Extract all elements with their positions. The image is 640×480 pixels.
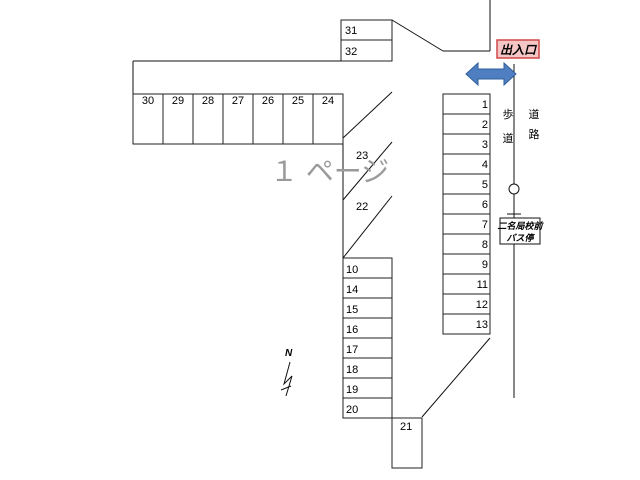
svg-text:27: 27 [232,95,244,107]
bus-stop-pole-icon [508,183,520,195]
svg-text:歩: 歩 [503,107,514,121]
parking-slot: 6 [442,193,491,215]
two-way-arrow-icon [465,61,517,87]
parking-slot: 8 [442,233,491,255]
parking-slot: 5 [442,173,491,195]
svg-text:29: 29 [172,95,184,107]
slot-group-left-row: 30 29 28 27 26 25 24 [132,93,344,145]
svg-text:4: 4 [482,159,488,171]
svg-text:15: 15 [346,304,358,316]
parking-slot: 1 [442,93,491,115]
svg-text:26: 26 [262,95,274,107]
svg-text:20: 20 [346,404,358,416]
parking-slot: 4 [442,153,491,175]
parking-slot: 27 [222,93,254,145]
svg-text:道: 道 [503,131,514,145]
parking-slot: 14 [342,277,393,299]
svg-text:12: 12 [476,299,488,311]
parking-slot: 15 [342,297,393,319]
svg-text:11: 11 [477,279,488,291]
parking-slot: 12 [442,293,491,315]
svg-text:5: 5 [482,179,488,191]
svg-text:8: 8 [482,239,488,251]
sidewalk-label: 歩 道 [503,107,514,145]
parking-slot: 23 [356,150,368,162]
parking-slot: 20 [342,397,393,419]
svg-text:17: 17 [346,344,358,356]
parking-slot: 17 [342,337,393,359]
svg-text:道: 道 [529,107,540,121]
svg-text:7: 7 [482,219,488,231]
parking-slot: 26 [252,93,284,145]
svg-text:1: 1 [482,99,488,111]
road-label: 道 路 [529,107,540,141]
svg-text:2: 2 [482,119,488,131]
svg-text:28: 28 [202,95,214,107]
page-watermark: １ ページ [270,156,389,187]
slot-group-center-column: 10 14 15 16 17 18 19 20 [342,257,393,419]
svg-text:32: 32 [345,46,357,58]
svg-text:21: 21 [400,421,412,433]
svg-text:路: 路 [529,128,540,141]
bus-stop-sign: 二名局校前 バス停 [497,183,544,245]
parking-slot: 28 [192,93,224,145]
parking-slot: 21 [391,417,423,469]
svg-text:13: 13 [476,319,488,331]
svg-text:9: 9 [482,259,488,271]
parking-slot: 22 [356,201,368,213]
parking-slot: 11 [442,273,491,295]
svg-text:6: 6 [482,199,488,211]
parking-slot: 3 [442,133,491,155]
parking-slot: 18 [342,357,393,379]
north-label: N [285,348,293,359]
parking-slot: 13 [442,313,491,335]
parking-slot: 16 [342,317,393,339]
parking-slot: 29 [162,93,194,145]
slot-group-diagonal: 23 22 [342,91,393,259]
parking-slot: 30 [132,93,164,145]
parking-slot: 10 [342,257,393,279]
parking-slot: 2 [442,113,491,135]
lot-boundary [132,0,491,418]
svg-text:16: 16 [346,324,358,336]
svg-text:24: 24 [322,95,334,107]
parking-slot: 7 [442,213,491,235]
bus-stop-caption: バス停 [506,233,535,243]
parking-slot: 32 [340,39,393,62]
svg-text:30: 30 [142,95,154,107]
svg-text:18: 18 [346,364,358,376]
parking-slot: 25 [282,93,314,145]
parking-slot: 9 [442,253,491,275]
entrance-label: 出入口 [500,43,538,57]
entrance-sign: 出入口 [496,39,540,59]
svg-text:22: 22 [356,201,368,213]
svg-text:25: 25 [292,95,304,107]
parking-slot: 24 [312,93,344,145]
parking-slot: 31 [340,19,393,41]
slot-group-top: 31 32 [340,19,393,62]
svg-text:14: 14 [346,284,358,296]
bus-stop-name: 二名局校前 [497,221,544,231]
svg-text:19: 19 [346,384,358,396]
parking-slot: 19 [342,377,393,399]
svg-text:10: 10 [346,264,358,276]
svg-text:31: 31 [345,25,357,37]
svg-text:23: 23 [356,150,368,162]
svg-text:3: 3 [482,139,488,151]
north-arrow-icon: N [280,348,293,397]
